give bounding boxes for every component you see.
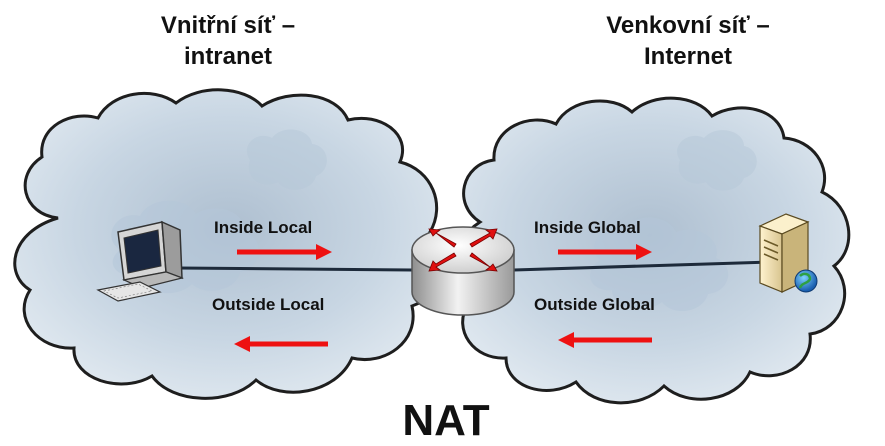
inside-global-arrow — [558, 244, 652, 260]
outside-local-arrow — [234, 336, 328, 352]
server-icon — [758, 213, 818, 293]
intranet-heading-line1: Vnitřní síť – — [160, 12, 296, 39]
internet-cloud-shade — [677, 130, 757, 191]
internet-heading-line2: Internet — [643, 43, 732, 70]
inside-local-label: Inside Local — [214, 218, 313, 237]
nat-router-icon — [411, 226, 515, 316]
nat-title: NAT — [402, 396, 490, 445]
outside-local-label: Outside Local — [212, 295, 325, 314]
outside-global-label: Outside Global — [534, 295, 655, 314]
internet-heading: Venkovní síť – Internet — [558, 10, 818, 72]
intranet-heading-line2: intranet — [183, 43, 272, 70]
internet-heading-line1: Venkovní síť – — [606, 12, 770, 39]
internet-link — [513, 260, 771, 272]
intranet-cloud-shade — [246, 129, 327, 190]
workstation-icon — [96, 220, 185, 302]
intranet-link — [177, 266, 413, 272]
inside-global-label: Inside Global — [534, 218, 641, 237]
outside-global-arrow — [558, 332, 652, 348]
inside-local-arrow — [237, 244, 332, 260]
intranet-heading: Vnitřní síť – intranet — [118, 10, 338, 72]
